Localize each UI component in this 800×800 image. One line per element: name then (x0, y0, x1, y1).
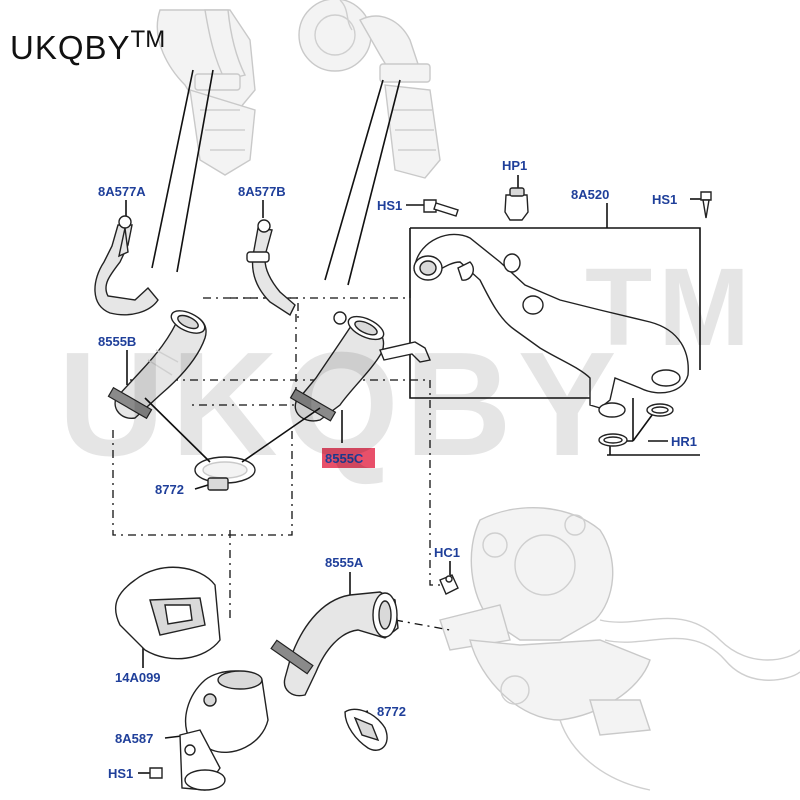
watermark-tm: TM (585, 246, 756, 369)
brand-name: UKQBY (10, 29, 131, 66)
ghost-turbocharger-left (156, 9, 256, 176)
thermostat-housing-8a587 (149, 670, 269, 791)
bracket-14a099 (115, 566, 221, 660)
coolant-pipe-8a520 (413, 233, 689, 418)
hose-8555a (270, 591, 399, 697)
clamp-8772-bottom (344, 708, 388, 751)
clamp-8772-left (144, 397, 321, 491)
brand-logo: UKQBYTM (10, 26, 165, 67)
hose-8555c (289, 311, 431, 422)
bolt-hs1-top (423, 199, 459, 217)
o-rings-hr1 (598, 403, 674, 447)
ghost-water-pump-housing (439, 506, 800, 791)
ghost-turbocharger-right (298, 0, 441, 179)
label-hs1-right: HS1 (652, 192, 677, 207)
callout-labels: 8A577A 8A577B HS1 HP1 8A520 HS1 8555B 85… (98, 158, 697, 781)
label-8555a: 8555A (325, 555, 364, 570)
label-8772-left: 8772 (155, 482, 184, 497)
highlight-8555c (322, 448, 375, 468)
breather-hose-8a577b (246, 219, 296, 317)
label-hr1: HR1 (671, 434, 697, 449)
label-14a099: 14A099 (115, 670, 161, 685)
watermark-text: UKQBY (58, 322, 622, 487)
label-hc1: HC1 (434, 545, 460, 560)
label-8a520: 8A520 (571, 187, 609, 202)
label-hp1: HP1 (502, 158, 527, 173)
label-8a577a: 8A577A (98, 184, 146, 199)
label-8a587: 8A587 (115, 731, 153, 746)
label-hs1-bottom: HS1 (108, 766, 133, 781)
breather-hose-8a577a (94, 215, 159, 316)
label-8772-bottom: 8772 (377, 704, 406, 719)
connector-hc1 (439, 574, 459, 595)
brand-trademark: TM (130, 26, 166, 53)
label-8555b: 8555B (98, 334, 136, 349)
label-hs1-top: HS1 (377, 198, 402, 213)
dash-dot-guides (112, 290, 451, 631)
bolt-hs1-right (700, 191, 712, 219)
watermark: UKQBY TM (58, 246, 756, 487)
hose-8555b (107, 310, 207, 420)
label-8a577b: 8A577B (238, 184, 286, 199)
plug-hp1 (504, 187, 529, 221)
label-8555c: 8555C (325, 451, 364, 466)
